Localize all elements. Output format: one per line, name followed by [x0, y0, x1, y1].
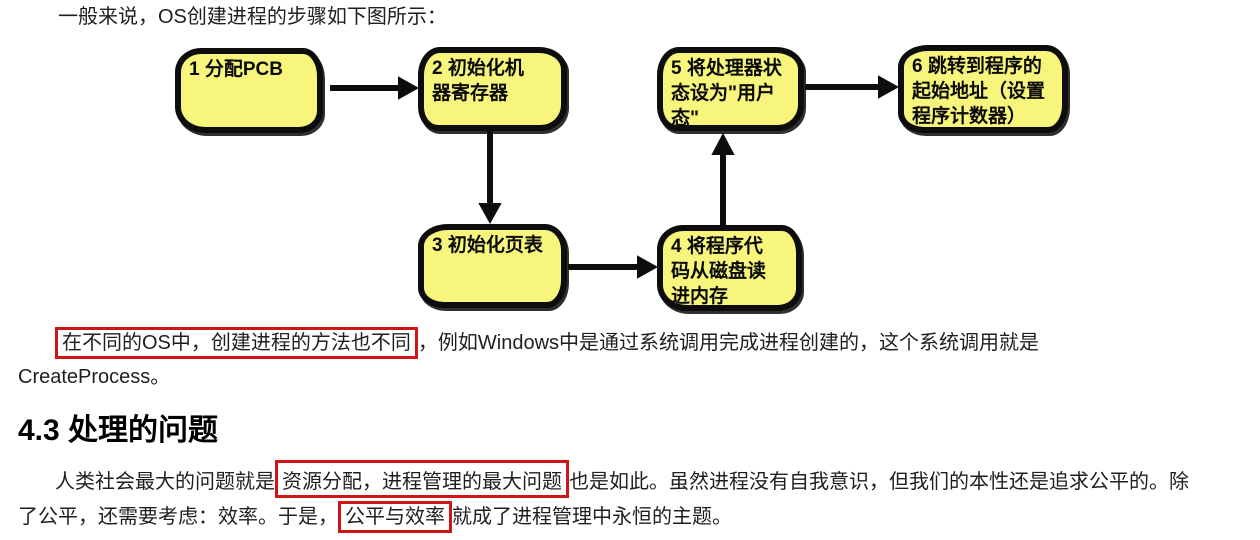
intro-paragraph: 一般来说，OS创建进程的步骤如下图所示：	[58, 6, 447, 28]
fairness-line1-after: 也是如此。虽然进程没有自我意识，但我们的本性还是追求公平的。除	[569, 471, 1189, 493]
highlight-resource-allocation: 资源分配，进程管理的最大问题	[275, 460, 569, 498]
arrow-step2-step3	[478, 131, 502, 225]
fairness-line2-before: 了公平，还需要考虑：效率。于是，	[18, 506, 338, 528]
arrow-step3-step4	[568, 255, 659, 279]
arrow-step4-step5	[711, 132, 735, 226]
fairness-line1-before: 人类社会最大的问题就是	[55, 471, 275, 493]
fairness-paragraph: 人类社会最大的问题就是资源分配，进程管理的最大问题也是如此。虽然进程没有自我意识…	[18, 460, 1253, 535]
os-paragraph: 在不同的OS中，创建进程的方法也不同，例如Windows中是通过系统调用完成进程…	[18, 326, 1188, 394]
highlight-os-method: 在不同的OS中，创建进程的方法也不同	[55, 327, 418, 359]
flow-step-6-jump-start-address: 6 跳转到程序的 起始地址（设置 程序计数器）	[898, 45, 1068, 133]
flow-step-5-user-mode: 5 将处理器状 态设为"用户 态"	[657, 47, 804, 131]
flow-step-3-init-page-table: 3 初始化页表	[418, 224, 567, 308]
arrow-step1-step2	[330, 76, 420, 100]
os-paragraph-line2: CreateProcess。	[18, 366, 171, 388]
flow-step-1-allocate-pcb: 1 分配PCB	[175, 48, 323, 133]
highlight-fairness-efficiency: 公平与效率	[338, 501, 452, 533]
section-heading: 4.3 处理的问题	[18, 414, 219, 447]
flow-step-4-load-code: 4 将程序代 码从磁盘读 进内存	[657, 225, 802, 311]
os-paragraph-rest: ，例如Windows中是通过系统调用完成进程创建的，这个系统调用就是	[417, 332, 1040, 354]
fairness-line2-after: 就成了进程管理中永恒的主题。	[452, 506, 732, 528]
flow-step-2-init-registers: 2 初始化机 器寄存器	[418, 47, 567, 131]
arrow-step5-step6	[805, 75, 900, 99]
